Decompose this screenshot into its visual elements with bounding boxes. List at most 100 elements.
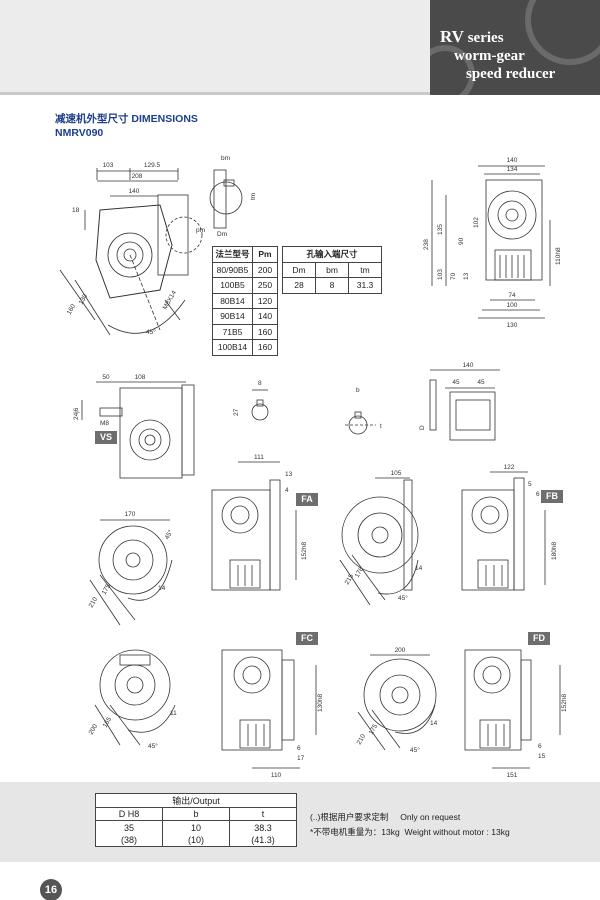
table-header: Pm	[252, 246, 278, 263]
svg-text:110h8: 110h8	[555, 247, 562, 265]
table-row: D H8 b t	[95, 807, 297, 821]
header-rule	[0, 92, 600, 95]
svg-text:M8: M8	[100, 420, 109, 427]
svg-text:200: 200	[395, 647, 406, 654]
svg-text:45°: 45°	[398, 594, 408, 602]
note-weight: *不带电机重量为：13kg Weight without motor : 13k…	[310, 827, 510, 837]
svg-text:108: 108	[135, 374, 146, 381]
svg-text:103: 103	[103, 162, 114, 169]
svg-text:134: 134	[507, 166, 518, 173]
svg-text:210: 210	[88, 596, 100, 609]
svg-text:6: 6	[538, 743, 542, 750]
side-view	[431, 165, 551, 319]
svg-text:100: 100	[507, 302, 518, 309]
svg-text:45°: 45°	[148, 742, 158, 750]
svg-text:tm: tm	[250, 193, 257, 200]
svg-text:14: 14	[158, 585, 166, 592]
fc-front-view	[94, 649, 176, 746]
svg-text:130: 130	[507, 322, 518, 329]
page-number: 16	[40, 879, 62, 900]
svg-text:6: 6	[536, 491, 540, 498]
table-title: 孔输入端尺寸	[282, 246, 382, 263]
note-request: (..)根据用户要求定制 Only on request	[310, 812, 461, 822]
svg-text:17: 17	[297, 755, 305, 762]
svg-text:45°: 45°	[410, 746, 420, 754]
svg-text:175: 175	[101, 583, 113, 596]
table-header: 法兰型号	[212, 246, 253, 263]
svg-text:50: 50	[102, 374, 110, 381]
svg-text:13: 13	[285, 471, 293, 478]
fd-side-view	[464, 649, 561, 769]
svg-text:70: 70	[450, 272, 457, 280]
svg-text:210: 210	[356, 733, 368, 746]
side-view-labels: 140 134 238 135 102 90 103 70 13 74 100 …	[423, 157, 562, 329]
svg-text:45: 45	[477, 379, 485, 386]
svg-text:bm: bm	[221, 155, 230, 162]
svg-text:45: 45	[452, 379, 460, 386]
svg-text:45°: 45°	[146, 328, 156, 336]
series-title: RV series worm-gear speed reducer	[440, 27, 556, 83]
svg-text:13: 13	[463, 272, 470, 280]
svg-text:111: 111	[254, 454, 264, 461]
svg-text:176: 176	[354, 566, 366, 579]
table-title: 输出/Output	[95, 793, 297, 808]
svg-text:175: 175	[368, 723, 380, 736]
svg-text:14: 14	[430, 720, 438, 727]
fd-front-view	[357, 654, 437, 751]
variant-tag-fa: FA	[296, 493, 318, 506]
svg-text:90: 90	[458, 237, 465, 245]
svg-text:152h8: 152h8	[301, 542, 308, 560]
svg-text:t: t	[380, 423, 382, 430]
variant-tag-fc: FC	[296, 632, 318, 645]
svg-text:b: b	[356, 387, 360, 394]
output-table: 输出/Output D H8 b t 35(38) 10(10) 38.3(41…	[95, 793, 297, 847]
output-band	[0, 782, 600, 862]
table-row: 输出/Output	[95, 793, 297, 808]
svg-text:170: 170	[125, 511, 136, 518]
variant-tag-vs: VS	[95, 431, 117, 444]
fa-front-view	[89, 519, 173, 626]
main-view-labels: 103 129.5 208 140 18 pm 130 160 45° M8X1…	[66, 162, 205, 336]
table-row: Dm bm tm	[282, 261, 382, 278]
svg-text:pm: pm	[196, 227, 205, 234]
shaft-detail	[209, 169, 243, 229]
svg-text:130h8: 130h8	[317, 694, 324, 712]
header-title-box	[430, 0, 600, 95]
svg-text:160: 160	[66, 303, 78, 316]
svg-text:11: 11	[170, 710, 177, 717]
svg-text:6: 6	[297, 745, 301, 752]
svg-text:5: 5	[528, 481, 532, 488]
key-detail-2	[345, 411, 376, 435]
svg-text:102: 102	[473, 217, 480, 228]
table-row: 28 8 31.3	[282, 277, 382, 294]
svg-text:105: 105	[391, 470, 402, 477]
gear-icon	[525, 0, 600, 65]
svg-text:110: 110	[271, 772, 282, 779]
svg-text:45°: 45°	[163, 528, 175, 541]
svg-text:27: 27	[233, 408, 240, 416]
hole-input-table: 孔输入端尺寸 Dm bm tm 28 8 31.3	[282, 246, 382, 294]
section-heading: 减速机外型尺寸 DIMENSIONS NMRV090	[55, 113, 198, 139]
svg-text:208: 208	[132, 173, 143, 180]
svg-text:130: 130	[78, 293, 90, 306]
svg-text:200: 200	[88, 723, 100, 736]
svg-text:152h8: 152h8	[561, 694, 568, 712]
key-detail-1	[251, 389, 269, 421]
svg-text:M8X14: M8X14	[162, 289, 179, 311]
main-front-view	[59, 168, 203, 336]
svg-text:74: 74	[508, 292, 516, 299]
variant-tag-fb: FB	[541, 490, 563, 503]
fb-front-view	[339, 477, 419, 606]
svg-text:18: 18	[72, 207, 80, 214]
svg-text:4: 4	[285, 487, 289, 494]
svg-text:103: 103	[437, 269, 444, 280]
svg-text:15: 15	[538, 753, 546, 760]
